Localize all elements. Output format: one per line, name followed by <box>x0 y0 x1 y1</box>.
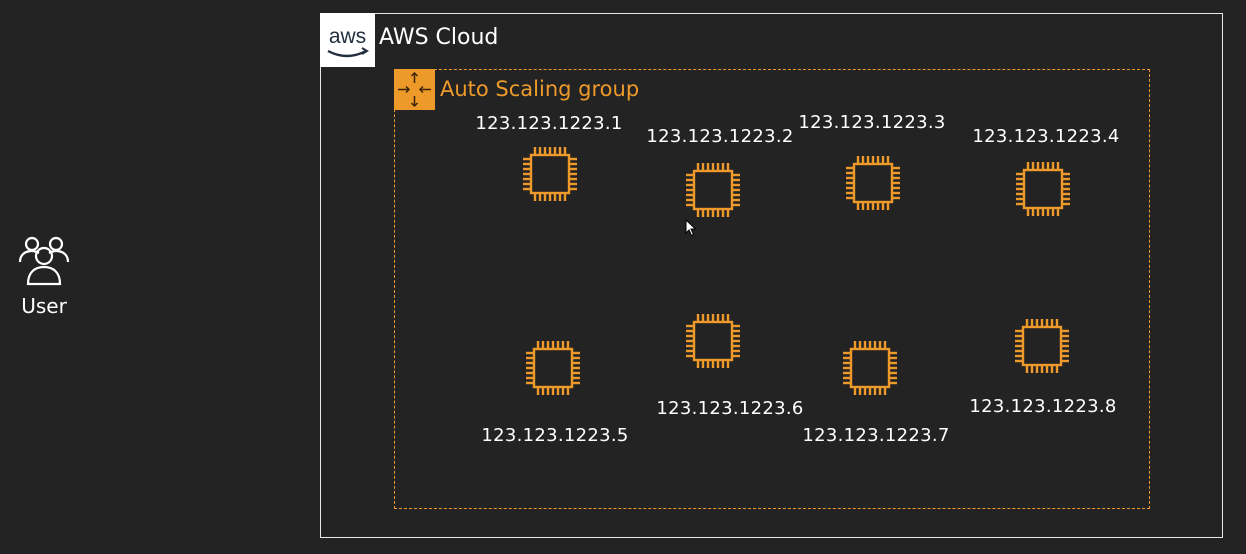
ec2-instance-icon[interactable] <box>841 151 905 215</box>
instance-ip-label: 123.123.1223.1 <box>475 113 623 134</box>
instance-ip-label: 123.123.1223.8 <box>969 396 1117 417</box>
cloud-title: AWS Cloud <box>379 25 499 50</box>
instance-ip-label: 123.123.1223.6 <box>656 398 804 419</box>
ec2-instance-icon[interactable] <box>518 142 582 206</box>
instance-ip-label: 123.123.1223.3 <box>798 112 946 133</box>
asg-title: Auto Scaling group <box>440 77 640 101</box>
aws-cloud-group[interactable] <box>320 13 1223 538</box>
instance-ip-label: 123.123.1223.7 <box>802 425 950 446</box>
auto-scaling-group[interactable] <box>394 69 1150 509</box>
auto-scaling-icon <box>394 69 435 110</box>
ec2-instance-icon[interactable] <box>681 309 745 373</box>
ec2-instance-icon[interactable] <box>521 336 585 400</box>
instance-ip-label: 123.123.1223.2 <box>646 126 794 147</box>
ec2-instance-icon[interactable] <box>1010 314 1074 378</box>
svg-text:aws: aws <box>329 25 366 48</box>
user-node[interactable]: User <box>8 232 80 318</box>
user-label: User <box>21 294 67 318</box>
instance-ip-label: 123.123.1223.4 <box>972 126 1120 147</box>
aws-logo-icon: aws <box>320 13 375 67</box>
ec2-instance-icon[interactable] <box>1011 157 1075 221</box>
instance-ip-label: 123.123.1223.5 <box>481 425 629 446</box>
users-icon <box>18 236 70 286</box>
ec2-instance-icon[interactable] <box>681 158 745 222</box>
ec2-instance-icon[interactable] <box>838 336 902 400</box>
mouse-cursor-icon <box>685 219 697 237</box>
